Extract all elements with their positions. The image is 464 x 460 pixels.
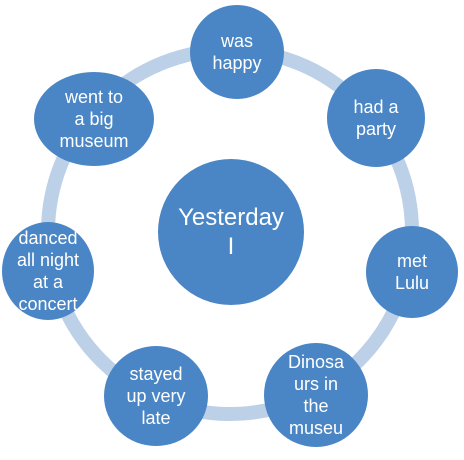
node-went-to-a-big-museum: went to a big museum xyxy=(34,72,154,166)
node-label: Dinosa urs in the museu xyxy=(287,352,345,438)
node-label: stayed up very late xyxy=(126,364,186,428)
center-label: Yesterday I xyxy=(178,204,284,260)
node-label: met Lulu xyxy=(394,251,430,293)
node-had-a-party: had a party xyxy=(327,69,425,167)
node-label: went to a big museum xyxy=(59,87,129,151)
center-node: Yesterday I xyxy=(158,159,304,305)
node-dinosaurs-in-the-museum: Dinosa urs in the museu xyxy=(264,343,368,447)
node-met-lulu: met Lulu xyxy=(366,226,458,318)
node-was-happy: was happy xyxy=(190,5,284,99)
node-stayed-up-very-late: stayed up very late xyxy=(104,346,208,446)
node-label: had a party xyxy=(353,97,399,139)
node-label: danced all night at a concert xyxy=(16,228,80,314)
node-label: was happy xyxy=(212,31,262,73)
node-danced-all-night: danced all night at a concert xyxy=(2,222,94,320)
